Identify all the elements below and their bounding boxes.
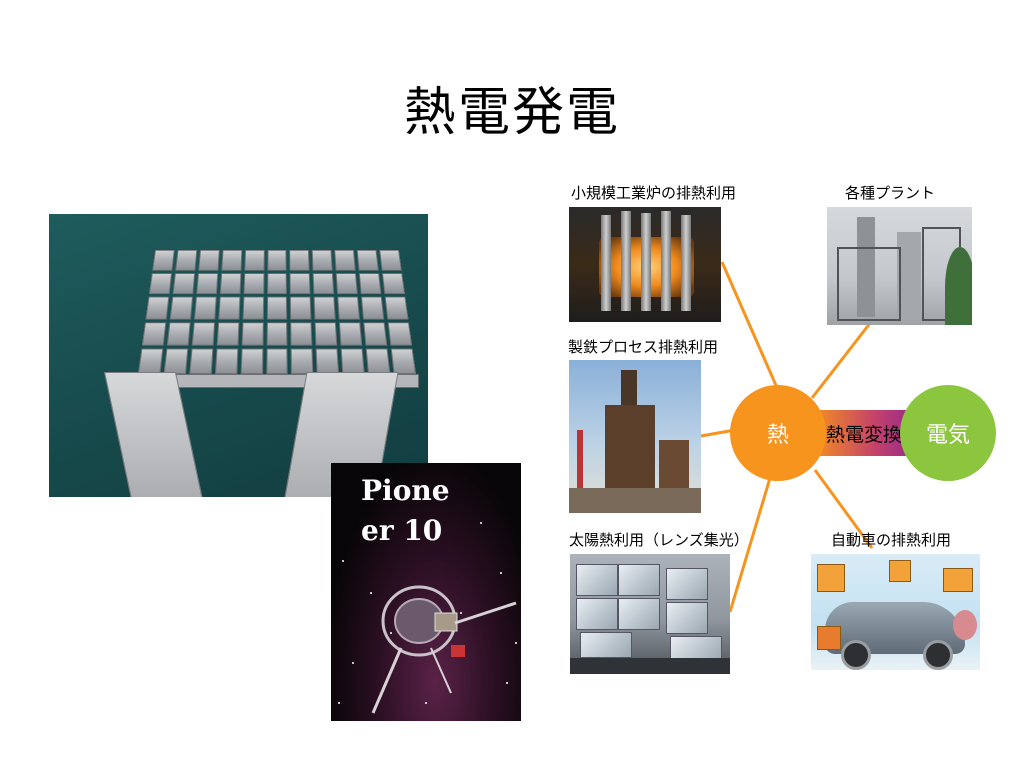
label-plants: 各種プラント (845, 184, 936, 202)
connector-steel (700, 428, 736, 438)
exhaust-smoke (953, 610, 977, 640)
electricity-label: 電気 (925, 423, 970, 448)
heat-circle: 熱 (730, 385, 826, 481)
connector-furnace (720, 261, 780, 391)
solar-rig-base (570, 658, 730, 674)
lens-panel (670, 636, 722, 662)
plant-scaffold (837, 247, 901, 321)
lens-panel (576, 598, 618, 630)
electricity-circle: 電気 (900, 385, 996, 481)
mill-ground (569, 488, 701, 513)
pioneer-caption-line2: er 10 (361, 514, 443, 547)
conversion-label: 熱電変換 (825, 423, 902, 446)
info-tag (889, 560, 911, 582)
furnace-pipe (601, 215, 611, 311)
lens-panel (618, 598, 660, 630)
plant-trees (945, 247, 972, 325)
starfield (338, 522, 517, 714)
label-solar-lens: 太陽熱利用（レンズ集光） (569, 531, 749, 549)
plant-tower (857, 217, 875, 317)
steel-mill-photo (569, 360, 701, 513)
lens-panel (666, 568, 708, 600)
plant-photo (827, 207, 972, 325)
thermoelectric-module-photo (49, 214, 428, 497)
pioneer-10-image: Pione er 10 (331, 463, 521, 721)
label-automobile: 自動車の排熱利用 (831, 531, 952, 549)
automobile-exhaust-photo (811, 554, 980, 670)
car-wheel-icon (923, 640, 953, 670)
slide-title: 熱電発電 (403, 83, 620, 143)
furnace-pipe (681, 215, 691, 311)
furnace-pipe (641, 213, 651, 311)
info-tag (817, 626, 841, 650)
connector-car (813, 469, 874, 549)
label-steel-process: 製鉄プロセス排熱利用 (568, 338, 719, 356)
car-wheel-icon (841, 640, 871, 670)
pioneer-caption-line1: Pione (361, 474, 450, 507)
lens-panel (580, 632, 632, 658)
info-tag (943, 568, 973, 592)
furnace-pipe (661, 211, 671, 311)
plant-tower (897, 232, 921, 318)
chimney (577, 430, 583, 513)
lens-panel (576, 564, 618, 596)
thermoelectric-conversion-bar: 熱電変換 (810, 410, 918, 456)
spacecraft-icon (371, 585, 517, 714)
info-tag (817, 564, 845, 592)
lens-panel (618, 564, 660, 596)
lens-panel (666, 602, 708, 634)
pioneer-caption: Pione er 10 (361, 471, 450, 551)
industrial-furnace-photo (569, 207, 721, 322)
heat-label: 熱 (766, 423, 789, 448)
solar-lens-photo (570, 554, 730, 674)
furnace-pipe (621, 211, 631, 311)
label-industrial-furnace: 小規模工業炉の排熱利用 (571, 184, 737, 202)
connector-solar (728, 477, 772, 613)
